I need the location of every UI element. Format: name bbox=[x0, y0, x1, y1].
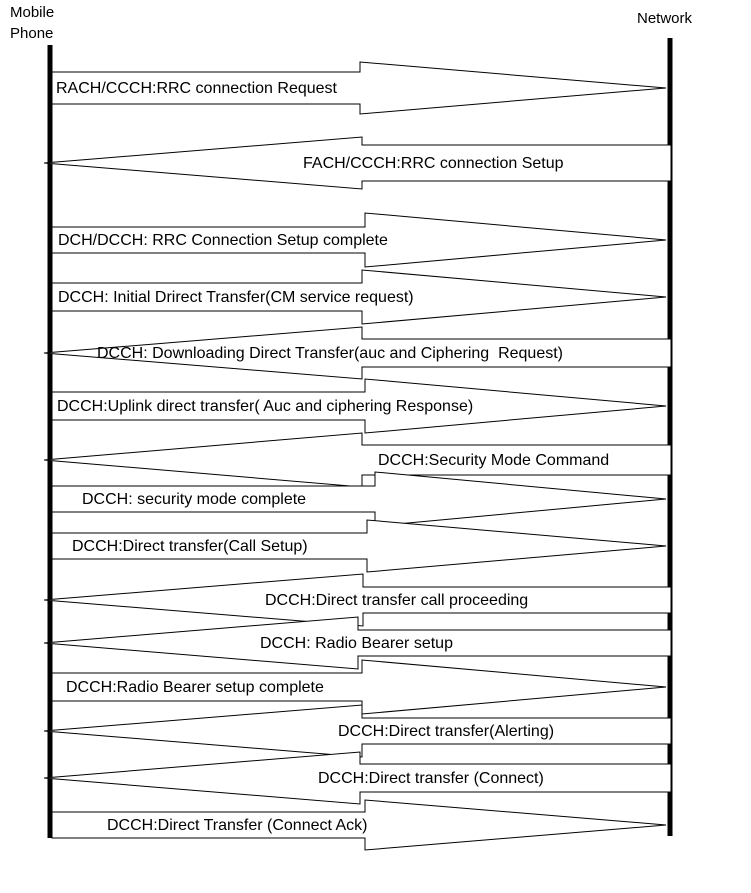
message-label: DCCH: Initial Drirect Transfer(CM servic… bbox=[58, 289, 414, 306]
message-label: DCCH:Uplink direct transfer( Auc and cip… bbox=[57, 398, 473, 415]
message-label: DCCH: Radio Bearer setup bbox=[260, 635, 453, 652]
message-arrow-right bbox=[51, 471, 667, 527]
lifeline-network bbox=[667, 38, 673, 836]
message-label: DCCH:Security Mode Command bbox=[378, 452, 609, 469]
message-label: DCCH: security mode complete bbox=[82, 491, 306, 508]
message-label: DCCH:Direct Transfer (Connect Ack) bbox=[107, 817, 368, 834]
message-arrow-left bbox=[43, 616, 672, 670]
message-arrow-right bbox=[51, 212, 667, 268]
message-arrow-left bbox=[43, 704, 672, 758]
message-arrow-left bbox=[43, 326, 672, 380]
message-label: DCCH:Direct transfer(Alerting) bbox=[338, 723, 554, 740]
message-label: DCCH: Downloading Direct Transfer(auc an… bbox=[97, 345, 563, 362]
message-label: DCCH:Direct transfer call proceeding bbox=[265, 592, 528, 609]
lifeline-label-network: Network bbox=[637, 10, 693, 27]
message-arrow-right bbox=[51, 269, 667, 325]
lifeline-label-mobile-phone: Mobile Phone bbox=[10, 4, 55, 42]
message-arrow-left bbox=[43, 751, 672, 805]
message-label: DCH/DCCH: RRC Connection Setup complete bbox=[58, 232, 388, 249]
message-label: DCCH:Direct transfer(Call Setup) bbox=[72, 538, 308, 555]
message-arrow-left bbox=[43, 136, 672, 190]
message-arrow-right bbox=[51, 519, 667, 573]
message-arrow-left bbox=[43, 573, 672, 627]
message-label: RACH/CCCH:RRC connection Request bbox=[56, 80, 338, 97]
message-arrow-right bbox=[51, 378, 667, 434]
message-label: FACH/CCCH:RRC connection Setup bbox=[303, 155, 564, 172]
message-label: DCCH:Radio Bearer setup complete bbox=[66, 679, 324, 696]
message-arrow-right bbox=[51, 659, 667, 715]
message-arrow-right bbox=[51, 799, 667, 851]
message-arrow-left bbox=[43, 432, 672, 488]
lifeline-mobile-phone bbox=[47, 45, 53, 838]
message-label: DCCH:Direct transfer (Connect) bbox=[318, 770, 544, 787]
message-arrow-right bbox=[51, 61, 667, 115]
